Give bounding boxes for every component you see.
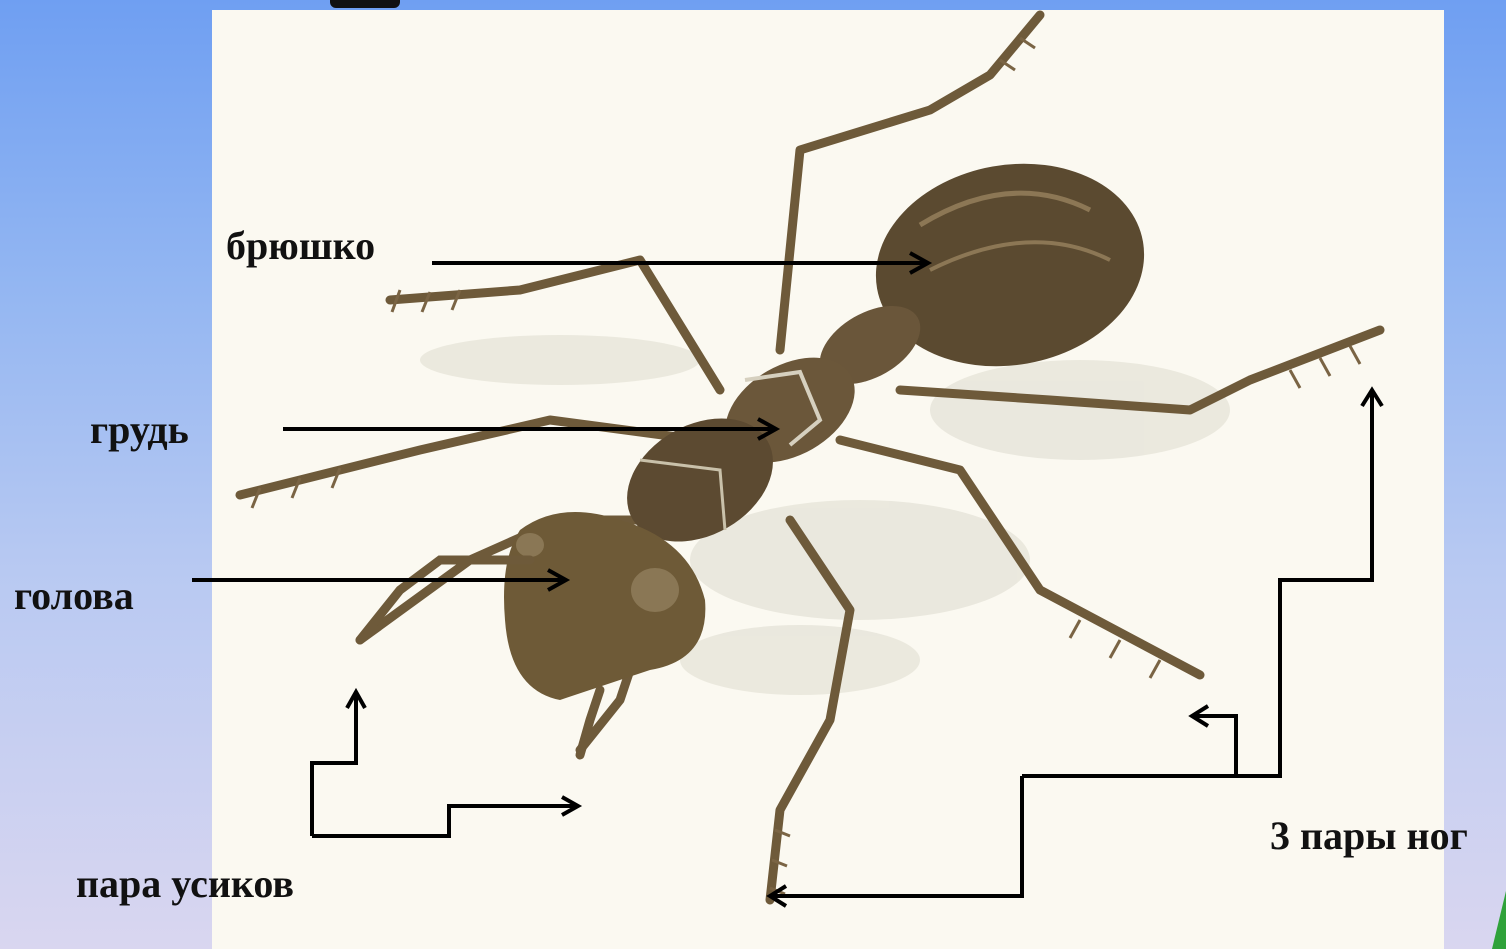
leaf-decoration (1492, 891, 1506, 949)
label-head: голова (14, 576, 134, 616)
label-antennae: пара усиков (76, 864, 294, 904)
label-thorax: грудь (90, 410, 189, 450)
label-legs: 3 пары ног (1270, 816, 1468, 856)
label-abdomen: брюшко (226, 226, 375, 266)
